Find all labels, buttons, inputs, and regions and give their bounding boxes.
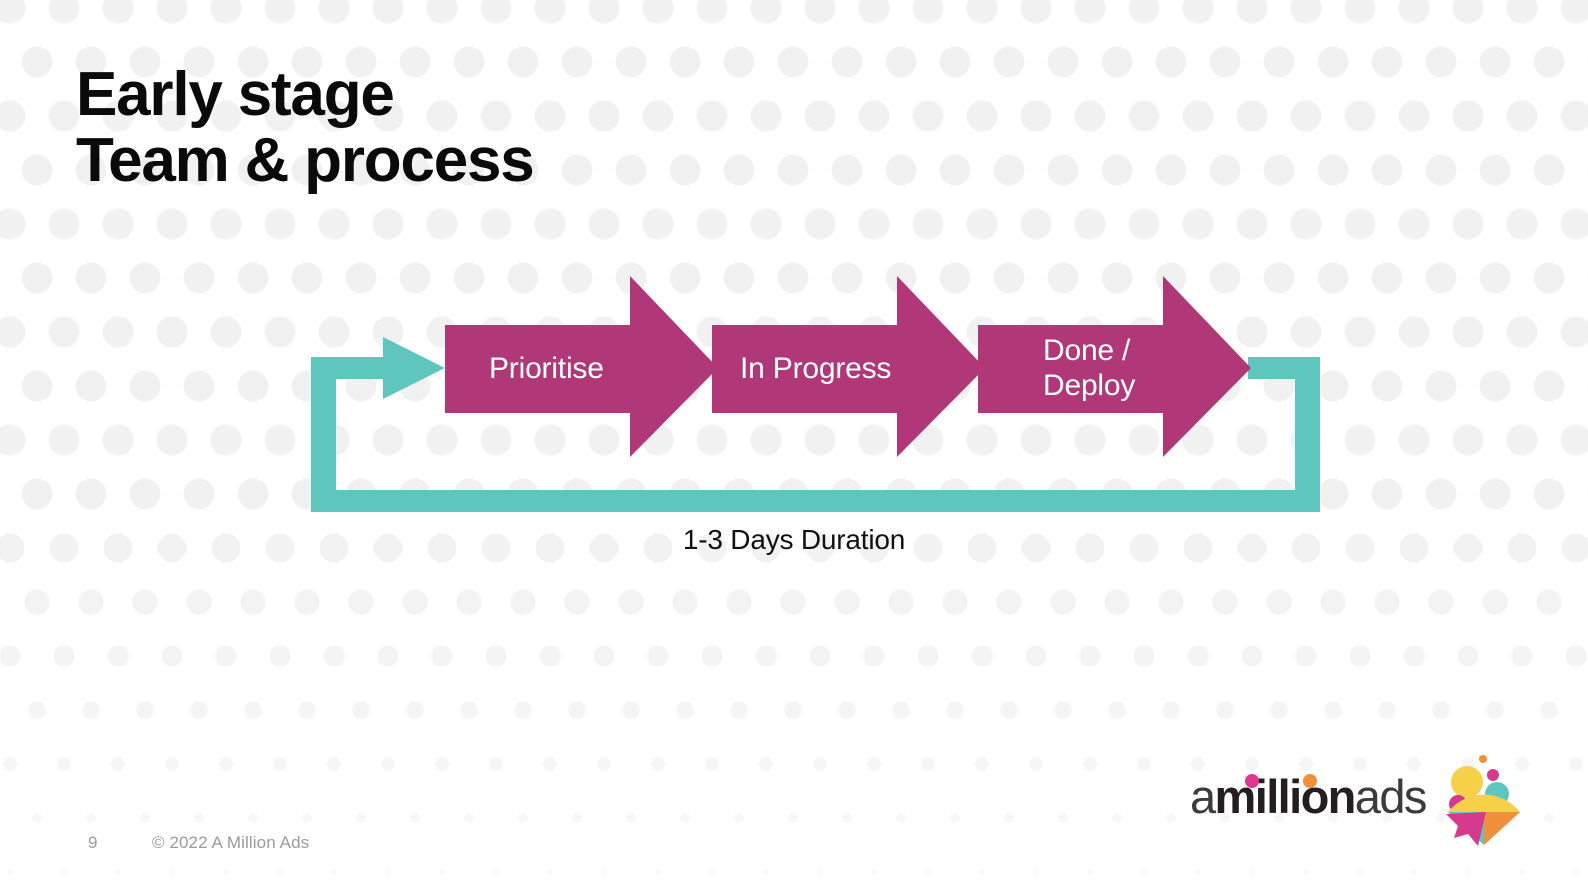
page-number: 9 xyxy=(88,833,98,852)
logo-i-dots xyxy=(1245,773,1317,788)
page-title: Early stage Team & process xyxy=(76,60,535,195)
step-label-deploy: Deploy xyxy=(1043,369,1135,402)
title-line-2: Team & process xyxy=(76,126,535,195)
process-step-done-deploy[interactable]: Done / Deploy xyxy=(978,276,1251,457)
title-line-1: Early stage xyxy=(76,60,395,129)
loop-duration-caption: 1-3 Days Duration xyxy=(682,524,906,555)
logo-text-million: million xyxy=(1214,769,1357,823)
process-step-prioritise[interactable]: Prioritise xyxy=(445,276,718,457)
step-label-done: Done / xyxy=(1043,334,1131,367)
logo-wordmark: amillionads xyxy=(1190,769,1428,823)
logo-text-ads: ads xyxy=(1354,769,1428,823)
slide-footer: 9 © 2022 A Million Ads xyxy=(88,833,309,853)
brand-logo: amillionads xyxy=(1190,742,1534,851)
logo-text-a: a xyxy=(1190,769,1216,823)
logo-dot-pink xyxy=(1245,773,1259,788)
copyright-text: © 2022 A Million Ads xyxy=(152,833,310,852)
step-label-prioritise: Prioritise xyxy=(489,352,604,385)
step-label-in-progress: In Progress xyxy=(740,352,891,385)
logo-megaphone-icon xyxy=(1428,742,1534,851)
process-step-in-progress[interactable]: In Progress xyxy=(712,276,985,457)
logo-dot-orange xyxy=(1303,773,1317,788)
